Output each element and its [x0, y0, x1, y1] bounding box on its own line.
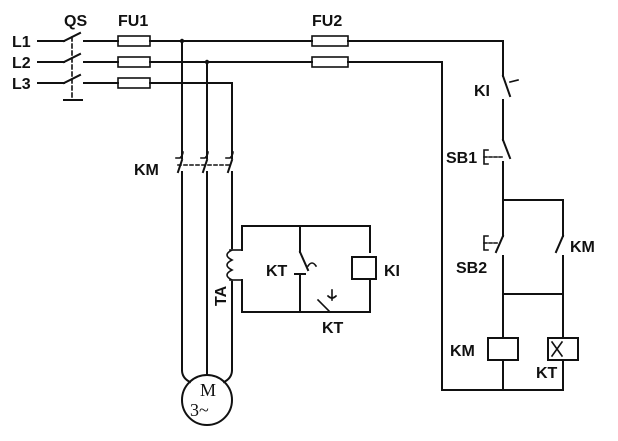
label-l2: L2 [12, 55, 31, 72]
label-ta: TA [213, 285, 230, 306]
motor-phase-label: 3~ [190, 400, 209, 420]
label-sb2: SB2 [456, 260, 487, 277]
label-km-main: KM [134, 162, 159, 179]
qs-switch [62, 31, 83, 101]
label-ki-contact: KI [474, 83, 490, 100]
motor: M 3~ [181, 374, 233, 426]
control-circuit [441, 74, 579, 391]
ta-current-transformer [226, 248, 243, 282]
label-kt-coil: KT [536, 365, 558, 382]
motor-feed-wires [180, 171, 234, 384]
label-km-aux: KM [570, 239, 595, 256]
label-l3: L3 [12, 76, 31, 93]
main-bus-wires [149, 40, 504, 391]
junction-dots [179, 38, 210, 65]
label-km-coil: KM [450, 343, 475, 360]
ta-protection-circuit [241, 225, 377, 314]
label-qs: QS [64, 13, 87, 30]
supply-lines [37, 40, 65, 84]
label-sb1: SB1 [446, 150, 477, 167]
label-fu2: FU2 [312, 13, 342, 30]
qs-to-fuses-wires [83, 40, 119, 84]
component-labels: L1 L2 L3 QS FU1 FU2 KI SB1 SB2 KM KM TA … [12, 13, 595, 382]
fu2-fuses [311, 35, 349, 68]
label-l1: L1 [12, 34, 31, 51]
fu1-fuses [117, 35, 151, 89]
motor-label: M [200, 380, 216, 400]
label-kt-lower: KT [322, 320, 344, 337]
label-kt-inner: KT [266, 263, 288, 280]
label-fu1: FU1 [118, 13, 148, 30]
label-ki-coil: KI [384, 263, 400, 280]
km-main-contacts [175, 151, 234, 174]
